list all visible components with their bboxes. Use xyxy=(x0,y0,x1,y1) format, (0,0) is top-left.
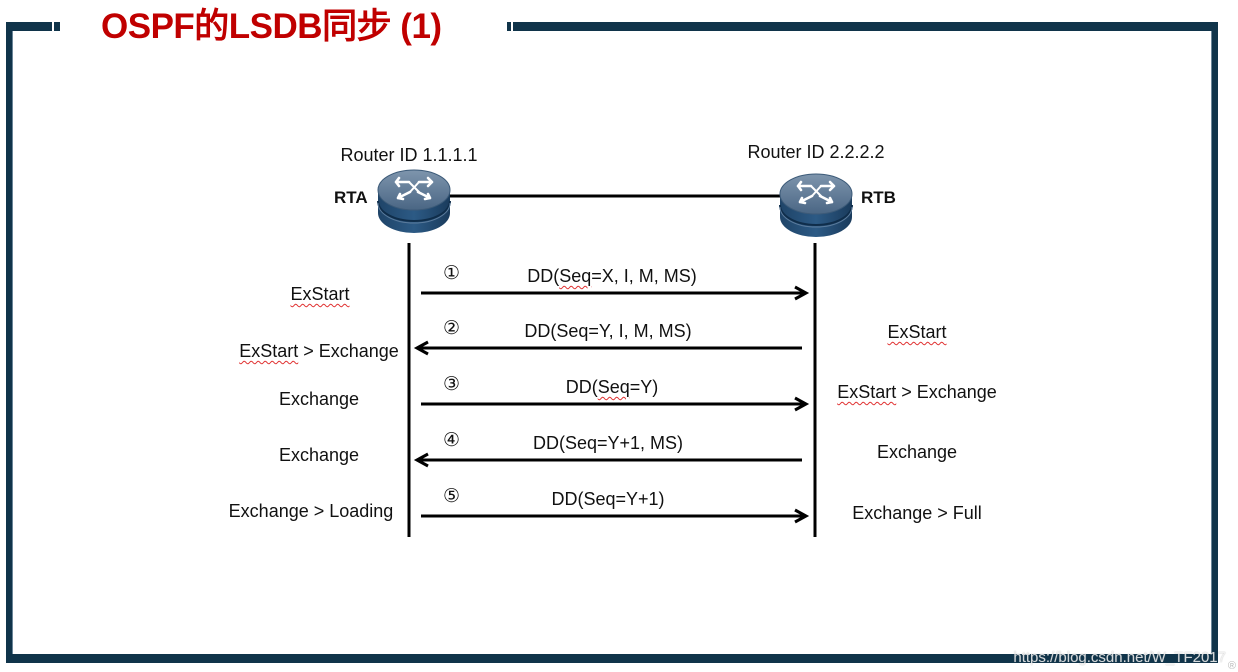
label-text: Seq=Y+1) xyxy=(583,489,665,509)
spellcheck-flagged-text: ExStart xyxy=(239,341,299,361)
state-text: > Exchange xyxy=(298,341,399,361)
message-label-3: DD(Seq=Y) xyxy=(566,376,659,398)
rta-state-3: Exchange xyxy=(279,388,359,410)
step-number-1: ① xyxy=(443,263,461,284)
message-arrow-1 xyxy=(421,285,810,301)
spellcheck-flagged-text: ExStart xyxy=(837,382,897,402)
arrow-head-icon xyxy=(794,396,810,412)
label-text: Seq=Y, I, M, MS) xyxy=(556,321,692,341)
step-number-5: ⑤ xyxy=(443,486,461,507)
router-icon-rta[interactable] xyxy=(376,168,452,235)
arrow-head-icon xyxy=(794,508,810,524)
frame-inner-highlight-left xyxy=(12,31,13,654)
message-arrow-5 xyxy=(421,508,810,524)
state-text: Exchange xyxy=(278,389,360,409)
state-text: Exchange > Loading xyxy=(228,501,394,521)
rtb-state-4: Exchange > Full xyxy=(852,502,982,524)
frame-top-right-bar xyxy=(513,22,1218,31)
label-text: Seq=Y+1, MS) xyxy=(564,433,684,453)
message-arrow-4 xyxy=(413,452,802,468)
spellcheck-flagged-text: Seq xyxy=(559,266,592,286)
label-text: DD( xyxy=(527,266,560,286)
frame-bottom-bar xyxy=(6,654,1218,663)
rta-state-2: ExStart > Exchange xyxy=(239,340,399,362)
label-text: =Y) xyxy=(629,377,659,397)
message-label-2: DD(Seq=Y, I, M, MS) xyxy=(524,320,691,342)
arrow-head-icon xyxy=(413,340,429,356)
frame-top-left-bar xyxy=(6,22,52,31)
step-number-2: ② xyxy=(443,318,461,339)
spellcheck-flagged-text: ExStart xyxy=(887,322,947,342)
label-text: DD( xyxy=(532,433,565,453)
rtb-state-1: ExStart xyxy=(887,321,946,343)
frame-top-left-square xyxy=(54,22,60,31)
spellcheck-flagged-text: Seq xyxy=(597,377,630,397)
router-name-rta: RTA xyxy=(334,188,368,207)
frame-left-bar xyxy=(6,22,12,663)
label-text: DD( xyxy=(565,377,598,397)
router-icon-rtb[interactable] xyxy=(778,172,854,239)
registered-mark: ® xyxy=(1227,660,1236,672)
label-text: DD( xyxy=(551,489,584,509)
rtb-state-3: Exchange xyxy=(877,441,957,463)
message-label-4: DD(Seq=Y+1, MS) xyxy=(533,432,683,454)
watermark-url: https://blog.csdn.net/W_TF2017 xyxy=(1013,649,1226,666)
step-number-3: ③ xyxy=(443,374,461,395)
message-label-5: DD(Seq=Y+1) xyxy=(551,488,664,510)
router-id-label-rta: Router ID 1.1.1.1 xyxy=(340,145,478,165)
message-label-1: DD(Seq=X, I, M, MS) xyxy=(527,265,697,287)
label-text: =X, I, M, MS) xyxy=(591,266,697,286)
router-id-label-rtb: Router ID 2.2.2.2 xyxy=(747,142,885,162)
slide-title: OSPF的LSDB同步 (1) xyxy=(101,7,442,46)
arrow-head-icon xyxy=(413,452,429,468)
router-name-rtb: RTB xyxy=(861,188,896,207)
rtb-state-2: ExStart > Exchange xyxy=(837,381,997,403)
step-number-4: ④ xyxy=(443,430,461,451)
frame-right-bar xyxy=(1212,22,1218,663)
frame-inner-highlight-right xyxy=(1211,31,1212,654)
label-text: DD( xyxy=(524,321,557,341)
rta-state-5: Exchange > Loading xyxy=(229,500,394,522)
rta-state-1: ExStart xyxy=(290,283,349,305)
message-arrow-3 xyxy=(421,396,810,412)
state-text: Exchange xyxy=(278,445,360,465)
state-text: Exchange > Full xyxy=(852,503,982,523)
state-text: > Exchange xyxy=(896,382,997,402)
message-arrow-2 xyxy=(413,340,802,356)
spellcheck-flagged-text: ExStart xyxy=(290,284,350,304)
rta-state-4: Exchange xyxy=(279,444,359,466)
state-text: Exchange xyxy=(876,442,958,462)
arrow-head-icon xyxy=(794,285,810,301)
frame-top-right-square xyxy=(507,22,511,31)
